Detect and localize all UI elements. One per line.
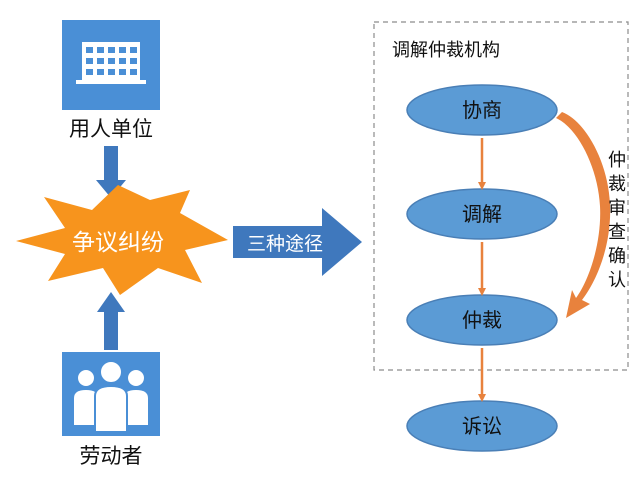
step-litigation-label: 诉讼 bbox=[462, 414, 502, 438]
step-mediation: 调解 bbox=[406, 188, 558, 240]
three-paths-arrow bbox=[233, 208, 362, 276]
step-negotiation: 协商 bbox=[406, 84, 558, 136]
worker-label: 劳动者 bbox=[80, 444, 143, 468]
review-vertical-label: 仲 裁 审 查 确 认 bbox=[608, 150, 626, 291]
review-char-1: 仲 bbox=[608, 150, 626, 171]
people-group-icon bbox=[62, 352, 160, 436]
employer-label: 用人单位 bbox=[69, 117, 153, 141]
step-negotiation-label: 协商 bbox=[462, 98, 502, 122]
step-arbitration: 仲裁 bbox=[406, 294, 558, 346]
review-char-4: 查 bbox=[608, 222, 626, 243]
dispute-starburst bbox=[16, 185, 228, 295]
dispute-label: 争议纠纷 bbox=[72, 230, 164, 256]
step-litigation: 诉讼 bbox=[406, 400, 558, 452]
arrow-worker-to-dispute bbox=[97, 292, 125, 350]
step-mediation-label: 调解 bbox=[462, 202, 502, 226]
step-arbitration-label: 仲裁 bbox=[462, 308, 502, 332]
review-char-6: 认 bbox=[608, 270, 626, 291]
review-char-3: 审 bbox=[608, 198, 626, 219]
arrow-employer-to-dispute bbox=[96, 146, 126, 198]
institution-box bbox=[373, 21, 629, 371]
three-paths-label: 三种途径 bbox=[247, 233, 323, 255]
review-char-5: 确 bbox=[608, 246, 626, 267]
review-char-2: 裁 bbox=[608, 174, 626, 195]
institution-title: 调解仲裁机构 bbox=[392, 40, 500, 61]
office-building-icon bbox=[62, 20, 160, 110]
review-curved-arrow bbox=[556, 112, 611, 318]
